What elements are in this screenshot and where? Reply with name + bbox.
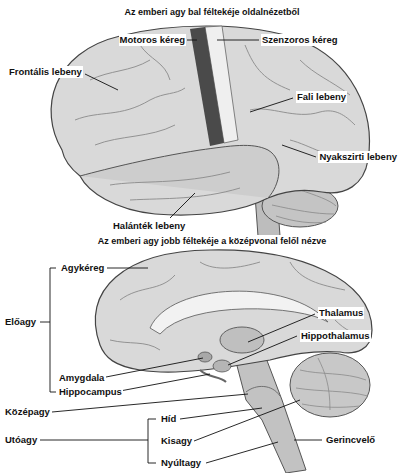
part-label: Thalamus bbox=[318, 307, 364, 319]
part-label: Híd bbox=[160, 413, 177, 425]
part-label: Utóagy bbox=[4, 434, 38, 446]
part-label: Szenzoros kéreg bbox=[261, 34, 339, 46]
lateral-brain bbox=[51, 26, 369, 236]
part-label: Agykéreg bbox=[60, 262, 105, 274]
leader-lines bbox=[85, 40, 316, 218]
part-label: Nyakszirti lebeny bbox=[318, 151, 398, 163]
part-label: Motoros kéreg bbox=[119, 34, 186, 46]
part-label: Gerincvelő bbox=[325, 434, 376, 446]
part-label: Hippocampus bbox=[58, 386, 123, 398]
part-label: Előagy bbox=[4, 316, 37, 328]
part-label: Fali lebeny bbox=[296, 91, 347, 103]
part-label: Halánték lebeny bbox=[112, 220, 186, 232]
view-title: Az emberi agy bal féltekéje oldalnézetbő… bbox=[123, 6, 300, 18]
part-label: Középagy bbox=[4, 406, 51, 418]
part-label: Kisagy bbox=[160, 435, 193, 447]
leader-lines bbox=[40, 268, 322, 463]
part-label: Amygdala bbox=[58, 372, 105, 384]
part-label: Nyúltagy bbox=[160, 457, 202, 469]
part-label: Hippothalamus bbox=[300, 330, 371, 342]
view-title: Az emberi agy jobb féltekéje a középvona… bbox=[97, 235, 328, 247]
part-label: Frontális lebeny bbox=[8, 66, 83, 78]
